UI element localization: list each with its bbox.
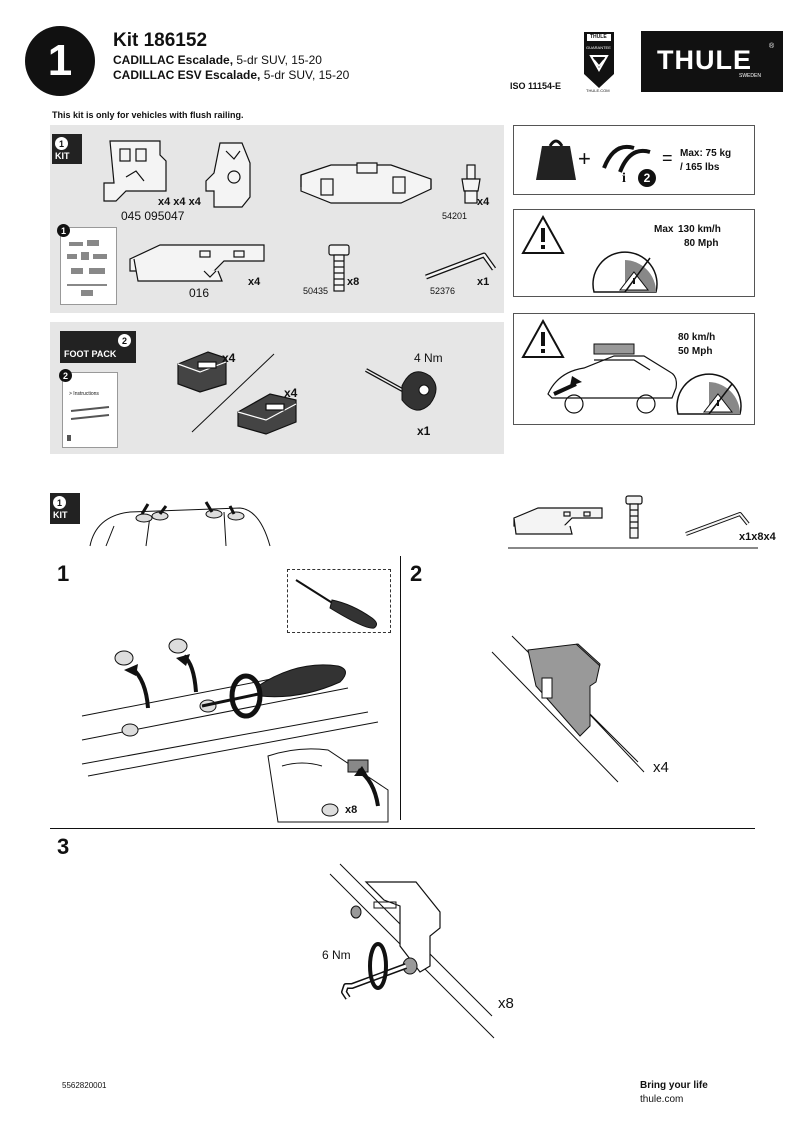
step-1-rail-illustration [81,638,389,823]
svg-text:i: i [622,171,626,186]
foot-divider-line [191,353,275,433]
step-2-quantity: x4 [653,759,669,776]
qty-tool: x1 [417,424,431,438]
logo-wordmark: THULE [657,45,752,75]
step-3-torque: 6 Nm [322,948,351,962]
qty-50435: x8 [347,276,360,288]
vehicle-line-1: CADILLAC Escalade, 5-dr SUV, 15-20 [113,53,322,67]
step-divider-vertical [400,556,401,820]
roof-bar-icon: i [602,145,651,186]
vehicle-roof-overview [89,501,271,547]
kit-strip-quantities: x1x8x4 [739,531,776,543]
weight-icon [536,139,576,180]
footer-url[interactable]: thule.com [640,1094,684,1105]
spacer-bolt-drawing [461,164,481,204]
load-max-lbs: / 165 lbs [680,162,720,173]
loaded-speed-box: 80 km/h 50 Mph [513,313,755,425]
torque-tool-drawing [365,368,437,411]
vehicle-model: CADILLAC ESV Escalade, [113,68,261,82]
step-3-quantity: x8 [498,995,514,1012]
foot-unit-b-drawing [237,393,297,435]
speed-max-mph: 80 Mph [684,238,719,249]
mounting-plate-drawing [129,244,265,282]
loaded-speed-kmh: 80 km/h [678,332,716,343]
kit-contents-panel: 1 KIT x4 x4 x4 045 095047 [50,125,504,313]
footer-slogan: Bring your life [640,1080,708,1091]
speed-max-label: Max [654,224,674,235]
step-1-number: 1 [57,561,70,586]
kit-strip-parts [508,495,758,549]
screwdriver-detail-frame [287,569,391,633]
warning-icon [521,318,565,358]
qty-foot-b: x4 [284,386,298,400]
step-divider-horizontal [50,828,755,829]
foot-pack-instructions-thumbnail: 2 > Instructions [59,369,118,448]
vehicle-model: CADILLAC Escalade, [113,53,234,67]
hex-screw-drawing [328,244,350,292]
thule-logo: THULE SWEDEN ® [641,31,783,92]
tool-torque: 4 Nm [414,351,443,365]
logo-sub: SWEDEN [739,73,761,79]
seal-bottom-text: THULE.COM [586,88,610,93]
equals-sign: = [662,148,673,168]
load-capacity-box: + i 2 = Max: 75 kg / 165 lbs [513,125,755,195]
kit-badge-label: KIT [55,151,70,161]
vehicle-detail: 5-dr SUV, 15-20 [260,68,350,82]
plus-sign: + [578,146,591,171]
document-number: 5562820001 [62,1081,107,1090]
registered-mark: ® [769,43,775,50]
warning-icon [521,214,565,254]
step-2-number: 2 [410,561,423,586]
clamp-quantities: x4 x4 x4 [158,196,201,208]
qty-54201: x4 [477,196,490,208]
rail-adapter-drawing [300,162,432,204]
qty-foot-a: x4 [222,351,236,365]
step-number-circle: 1 [25,26,95,96]
car-with-load-drawing [547,343,677,414]
part-number-54201: 54201 [442,211,468,221]
clamp-bracket-drawings [103,140,251,208]
speedometer-icon [592,251,658,293]
loaded-speed-mph: 50 Mph [678,346,713,357]
mini-instructions-text: > Instructions [69,391,99,397]
speed-limit-box: Max 130 km/h 80 Mph [513,209,755,297]
kit-badge: 1 KIT [52,134,82,164]
kit-strip-badge: 1 KIT [50,493,80,524]
speedometer-icon [676,373,742,415]
part-number-50435: 50435 [303,286,329,296]
load-number: 2 [638,169,656,187]
foot-pack-badge-label: FOOT PACK [64,349,117,359]
clamp-part-numbers: 045 095047 [121,209,185,223]
part-number-016: 016 [189,286,210,300]
step-2-bracket-illustration [491,635,645,783]
railing-notice: This kit is only for vehicles with flush… [52,110,244,120]
step-1-quantity: x8 [345,804,358,816]
vehicle-detail: 5-dr SUV, 15-20 [233,53,322,67]
seal-top-text: THULE [590,34,607,40]
allen-key-drawing [425,252,497,280]
kit-strip-badge-number: 1 [53,496,66,509]
step-3-number: 3 [57,834,70,859]
foot-pack-badge-number: 2 [118,334,131,347]
kit-strip-badge-label: KIT [53,510,68,520]
iso-standard: ISO 11154-E [510,81,562,91]
foot-unit-a-drawing [177,351,227,393]
qty-52376: x1 [477,276,490,288]
qty-016: x4 [248,276,261,288]
speed-max-kmh: 130 km/h [678,224,721,235]
step-number: 1 [47,36,73,85]
guarantee-seal: THULE GUARANTEE THULE.COM [582,30,616,93]
part-number-52376: 52376 [430,286,456,296]
mini-number: 1 [57,224,70,237]
foot-pack-badge: 2 FOOT PACK [60,331,136,363]
seal-mid-text: GUARANTEE [586,45,611,50]
kit-title: Kit 186152 [113,30,208,51]
mini-number: 2 [59,369,72,382]
foot-pack-panel: 2 FOOT PACK 2 > Instructions x4 x4 4 Nm [50,322,504,454]
load-max-kg: Max: 75 kg [680,148,732,159]
kit-badge-number: 1 [55,137,68,150]
step-3-tightening-illustration [329,863,495,1039]
vehicle-line-2: CADILLAC ESV Escalade, 5-dr SUV, 15-20 [113,68,349,82]
kit-instructions-thumbnail: 1 [57,224,117,305]
